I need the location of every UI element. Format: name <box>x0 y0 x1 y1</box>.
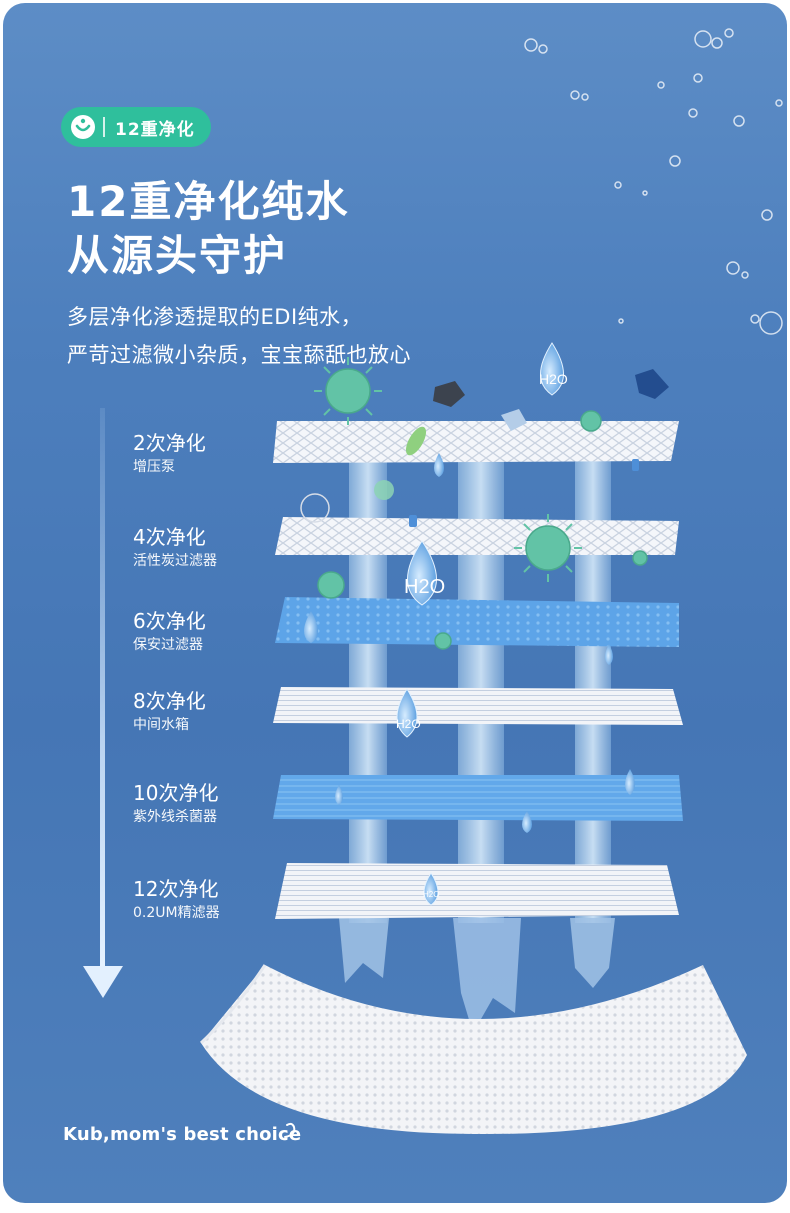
step-title: 2次净化 <box>133 431 206 455</box>
headline-line-2: 从源头守护 <box>67 231 288 280</box>
water-drop-icon <box>396 688 418 738</box>
headline-line-1: 12重净化纯水 <box>67 177 350 226</box>
step-desc: 保安过滤器 <box>133 637 203 653</box>
smile-icon <box>71 115 95 139</box>
water-label-bottom: H2O <box>423 890 439 899</box>
step-10: 10次净化 紫外线杀菌器 <box>133 781 218 827</box>
step-title: 12次净化 <box>133 877 219 901</box>
brand-tagline: Kub,mom's best choice <box>63 1124 302 1145</box>
step-desc: 中间水箱 <box>133 717 189 733</box>
water-drop-icon <box>407 540 437 606</box>
step-12: 12次净化 0.2UM精滤器 <box>133 877 220 923</box>
subtitle-line-2: 严苛过滤微小杂质，宝宝舔舐也放心 <box>67 343 411 367</box>
bubbles-decoration <box>524 28 783 335</box>
step-2: 2次净化 增压泵 <box>133 431 206 477</box>
brand-swirl-icon <box>284 1122 296 1138</box>
step-6: 6次净化 保安过滤器 <box>133 609 206 655</box>
step-title: 6次净化 <box>133 609 206 633</box>
subtitle: 多层净化渗透提取的EDI纯水， 严苛过滤微小杂质，宝宝舔舐也放心 <box>67 298 411 374</box>
filter-layers-illustration: H2O H2O H2O H2O <box>199 342 747 1135</box>
step-title: 10次净化 <box>133 781 219 805</box>
water-label-top: H2O <box>539 371 568 387</box>
step-desc: 紫外线杀菌器 <box>133 809 217 825</box>
badge-label: 12重净化 <box>115 119 195 140</box>
step-8: 8次净化 中间水箱 <box>133 689 206 735</box>
subtitle-line-1: 多层净化渗透提取的EDI纯水， <box>67 305 363 329</box>
headline: 12重净化纯水 从源头守护 <box>67 175 349 283</box>
step-title: 8次净化 <box>133 689 206 713</box>
step-4: 4次净化 活性炭过滤器 <box>133 525 217 571</box>
step-desc: 增压泵 <box>133 459 175 475</box>
badge-divider <box>103 117 105 137</box>
water-label-low: H2O <box>396 717 421 731</box>
down-arrow-icon <box>83 408 123 998</box>
step-desc: 活性炭过滤器 <box>133 553 217 569</box>
step-desc: 0.2UM精滤器 <box>133 905 220 921</box>
water-drop-icon <box>540 342 564 396</box>
step-title: 4次净化 <box>133 525 206 549</box>
product-card: 12重净化 12重净化纯水 从源头守护 多层净化渗透提取的EDI纯水， 严苛过滤… <box>3 3 787 1203</box>
water-label-mid: H2O <box>404 576 445 598</box>
purification-badge: 12重净化 <box>61 107 211 147</box>
water-drop-icon <box>423 872 439 906</box>
